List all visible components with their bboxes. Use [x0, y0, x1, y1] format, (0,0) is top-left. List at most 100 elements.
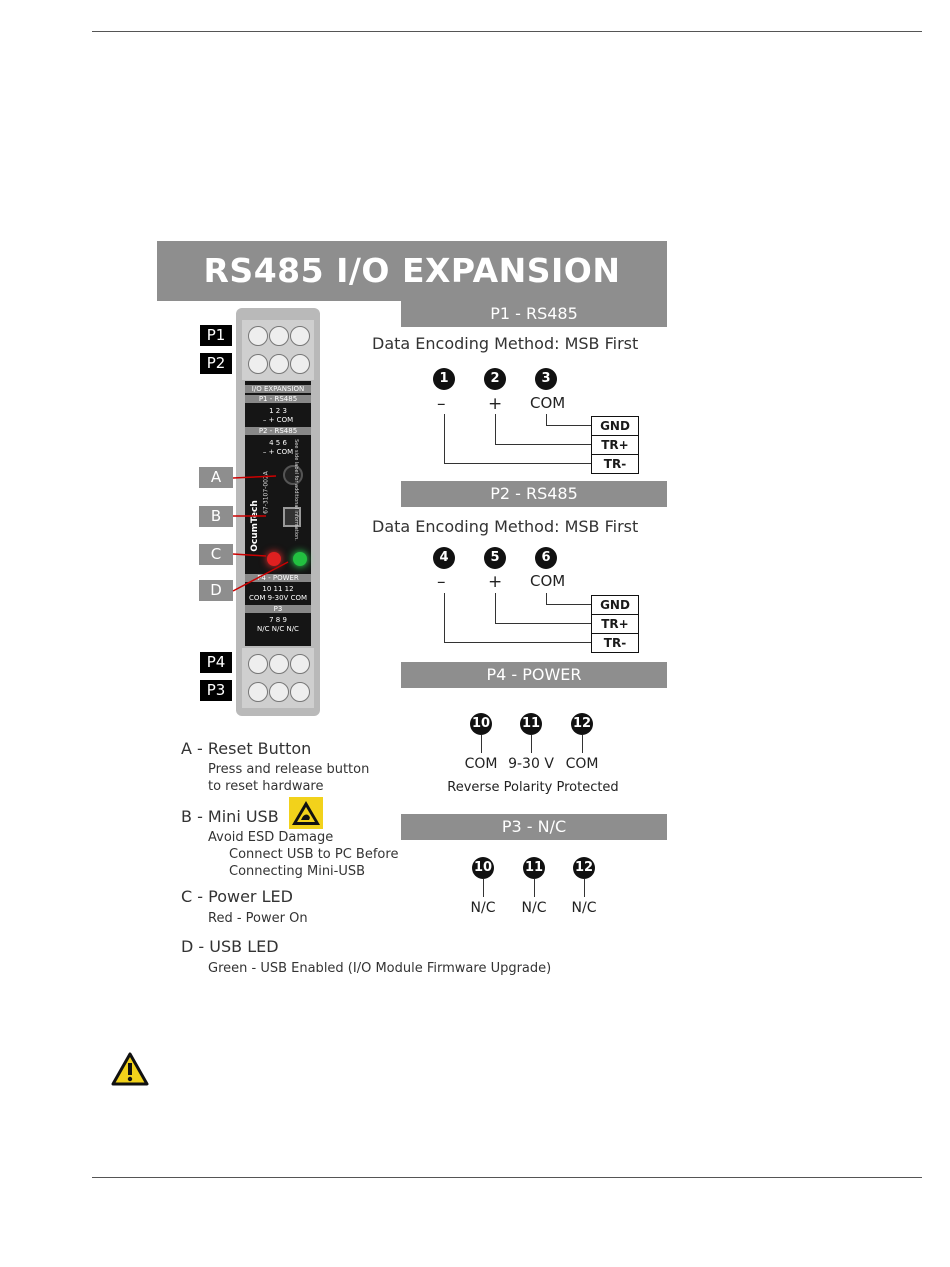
callout-a: A [199, 467, 233, 488]
device-p4: P4 - POWER [245, 574, 311, 582]
wire [584, 879, 585, 897]
diagram-title: RS485 I/O EXPANSION [157, 241, 667, 301]
device-p3-syms: N/C N/C N/C [257, 625, 299, 633]
p2-trplus-label: TR+ [591, 614, 639, 634]
legend-a-line-1: Press and release button [208, 762, 370, 777]
pin-11-badge: 11 [520, 713, 542, 735]
wire [546, 593, 547, 605]
screw [290, 654, 310, 674]
legend-a-line-2: to reset hardware [208, 779, 324, 794]
port-tag-p2: P2 [200, 353, 232, 374]
p3-pin-12-label: N/C [571, 900, 597, 916]
legend-b-title: B - Mini USB [181, 807, 279, 826]
legend-d-title: D - USB LED [181, 937, 279, 956]
terminal-block-top [242, 320, 314, 380]
wire [495, 593, 496, 624]
screw [269, 654, 289, 674]
p2-gnd-label: GND [591, 595, 639, 615]
wire [534, 879, 535, 897]
wire [546, 414, 547, 426]
terminal-block-bottom [242, 648, 314, 708]
wire [483, 879, 484, 897]
pin-2-badge: 2 [484, 368, 506, 390]
esd-warning-icon [289, 797, 323, 829]
wire [531, 735, 532, 753]
device-p4-nums: 10 11 12 [262, 585, 294, 593]
device-p2-nums: 4 5 6 [269, 439, 287, 447]
screw [269, 326, 289, 346]
top-rule [92, 31, 922, 32]
p1-encoding: Data Encoding Method: MSB First [372, 334, 639, 353]
device-module: I/O EXPANSION P1 - RS485 1 2 3 – + COM P… [236, 308, 320, 716]
wire [444, 414, 445, 464]
wire [546, 425, 591, 426]
device-p3-nums: 7 8 9 [269, 616, 287, 624]
screw [248, 682, 268, 702]
section-p2-rs485: P2 - RS485 [401, 481, 667, 507]
screw [248, 326, 268, 346]
section-p4-power: P4 - POWER [401, 662, 667, 688]
screw [290, 354, 310, 374]
pin-2-symbol: + [488, 394, 503, 414]
legend-b-line-3: Connecting Mini-USB [229, 864, 366, 879]
screw [269, 682, 289, 702]
callout-d: D [199, 580, 233, 601]
callout-b: B [199, 506, 233, 527]
screw [269, 354, 289, 374]
pin-3-badge: 3 [535, 368, 557, 390]
pin-1-symbol: – [437, 394, 446, 414]
p3-pin-10-label: N/C [470, 900, 496, 916]
wire [444, 463, 591, 464]
legend-b-line-1: Avoid ESD Damage [208, 830, 334, 845]
legend-d-line-1: Green - USB Enabled (I/O Module Firmware… [208, 961, 552, 976]
wire [495, 414, 496, 445]
warning-icon [111, 1052, 149, 1086]
p3-pin-12-badge: 12 [573, 857, 595, 879]
device-p3: P3 [245, 605, 311, 613]
screw [290, 326, 310, 346]
p2-trminus-label: TR- [591, 633, 639, 653]
legend-b-line-2: Connect USB to PC Before [229, 847, 399, 862]
pin-6-badge: 6 [535, 547, 557, 569]
p4-pin-12-label: COM [565, 756, 599, 772]
device-p1-syms: – + COM [262, 416, 294, 424]
pin-4-badge: 4 [433, 547, 455, 569]
pin-5-symbol: + [488, 572, 503, 592]
power-led [267, 552, 281, 566]
usb-led [293, 552, 307, 566]
section-p3-nc: P3 - N/C [401, 814, 667, 840]
p4-pin-11-label: 9-30 V [508, 756, 554, 772]
device-p1: P1 - RS485 [245, 395, 311, 403]
wire [495, 623, 591, 624]
mini-usb-port[interactable] [283, 507, 301, 527]
pin-6-symbol: COM [530, 572, 566, 590]
wire [582, 735, 583, 753]
port-tag-p1: P1 [200, 325, 232, 346]
screw [248, 654, 268, 674]
pin-3-symbol: COM [530, 394, 566, 412]
section-p1-rs485: P1 - RS485 [401, 301, 667, 327]
pin-1-badge: 1 [433, 368, 455, 390]
p1-gnd-label: GND [591, 416, 639, 436]
p1-trminus-label: TR- [591, 454, 639, 474]
device-p2-syms: – + COM [262, 448, 294, 456]
device-p2: P2 - RS485 [245, 427, 311, 435]
p2-encoding: Data Encoding Method: MSB First [372, 517, 639, 536]
p4-note: Reverse Polarity Protected [447, 780, 619, 795]
legend-c-title: C - Power LED [181, 887, 293, 906]
p3-pin-10-badge: 10 [472, 857, 494, 879]
wire [481, 735, 482, 753]
wire [546, 604, 591, 605]
port-tag-p3: P3 [200, 680, 232, 701]
wire [444, 642, 591, 643]
wire [495, 444, 591, 445]
pin-12-badge: 12 [571, 713, 593, 735]
reset-button[interactable] [283, 465, 303, 485]
port-tag-p4: P4 [200, 652, 232, 673]
screw [248, 354, 268, 374]
legend-c-line-1: Red - Power On [208, 911, 308, 926]
pin-5-badge: 5 [484, 547, 506, 569]
device-label-top: I/O EXPANSION [245, 385, 311, 393]
pin-4-symbol: – [437, 572, 446, 592]
